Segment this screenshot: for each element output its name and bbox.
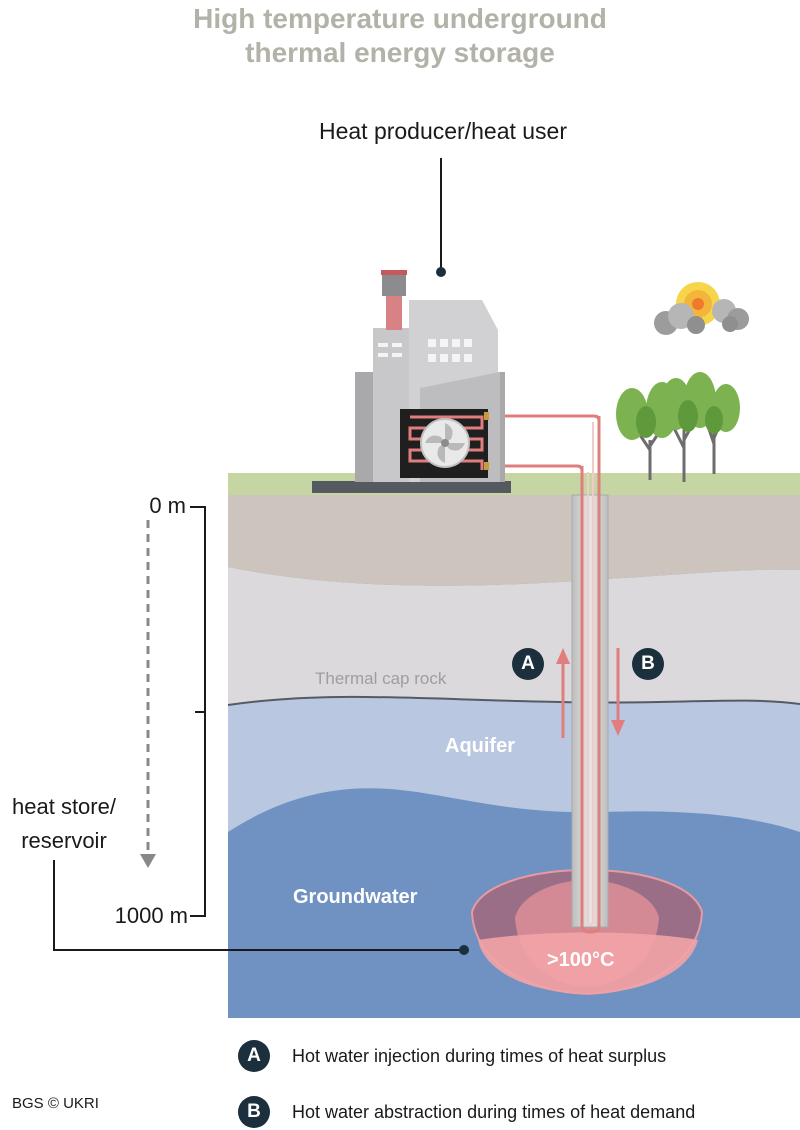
depth-bottom-label: 1000 m xyxy=(114,903,188,928)
topsoil-layer xyxy=(228,495,800,586)
heat-plume xyxy=(470,868,704,996)
title-line-1: High temperature underground xyxy=(193,3,607,34)
pipe-connections xyxy=(488,414,601,472)
legend-b-text: Hot water abstraction during times of he… xyxy=(292,1101,696,1122)
aquifer-layer xyxy=(228,696,800,832)
aquifer-label: Aquifer xyxy=(445,735,515,757)
legend-item-b: B Hot water abstraction during times of … xyxy=(238,1096,695,1128)
legend-a-badge: A xyxy=(238,1040,270,1072)
injection-arrow-icon xyxy=(556,648,570,664)
caprock-layer xyxy=(228,567,800,705)
temperature-label: >100°C xyxy=(547,949,615,971)
diagram-title: High temperature underground thermal ene… xyxy=(0,2,800,70)
legend-item-a: A Hot water injection during times of he… xyxy=(238,1040,666,1072)
ground-section xyxy=(227,473,800,1018)
heat-store-line-2: reservoir xyxy=(21,828,107,853)
marker-a-badge: A xyxy=(512,648,544,680)
abstraction-arrow-icon xyxy=(611,720,625,736)
marker-b-badge: B xyxy=(632,648,664,680)
depth-top-label: 0 m xyxy=(149,493,186,518)
copyright-credit: BGS © UKRI xyxy=(12,1095,99,1112)
heat-exchanger-fan-icon xyxy=(400,409,489,478)
tree-icon xyxy=(616,372,740,482)
legend-a-text: Hot water injection during times of heat… xyxy=(292,1045,667,1066)
caprock-boundary xyxy=(227,695,800,706)
flow-arrows xyxy=(556,648,625,738)
heat-store-line-1: heat store/ xyxy=(12,794,116,819)
reservoir-leader xyxy=(53,860,469,955)
caprock-label: Thermal cap rock xyxy=(315,669,447,688)
depth-scale xyxy=(140,506,206,917)
sun-cloud-icon xyxy=(654,282,749,335)
producer-leader xyxy=(436,158,446,277)
heat-store-label: heat store/ reservoir xyxy=(0,790,128,858)
producer-label: Heat producer/heat user xyxy=(318,118,568,144)
depth-arrow-icon xyxy=(140,854,156,868)
well-borehole xyxy=(571,416,609,934)
legend-b-badge: B xyxy=(238,1096,270,1128)
groundwater-label: Groundwater xyxy=(293,886,418,908)
title-line-2: thermal energy storage xyxy=(245,37,555,68)
